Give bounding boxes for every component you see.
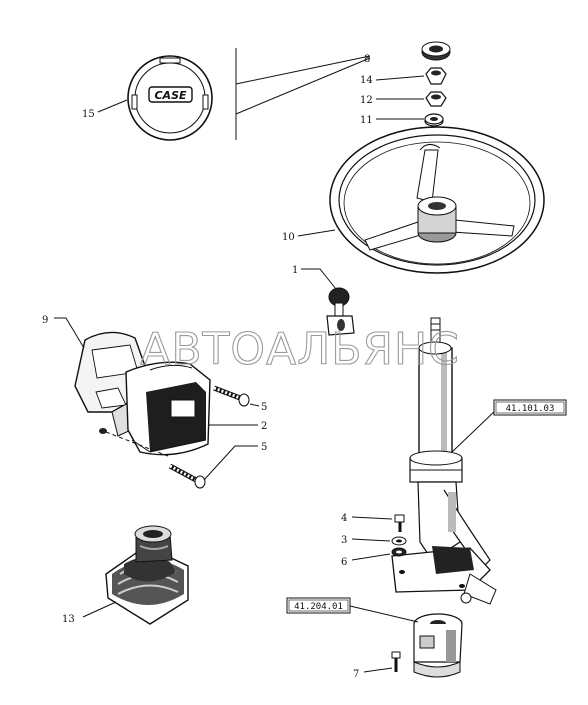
- callout-13: 13: [62, 614, 75, 625]
- callout-5-upper: 5: [261, 402, 267, 413]
- screw-part-5-upper: [213, 385, 250, 407]
- case-logo: CASE: [154, 89, 187, 102]
- callout-15: 15: [82, 109, 95, 120]
- callout-9: 9: [42, 315, 48, 326]
- knob-part-1: [326, 287, 355, 336]
- nut-part-12: [425, 91, 447, 107]
- bolt-part-4: [394, 514, 405, 532]
- washer-part-3: [391, 536, 407, 546]
- rubber-boot-part-13: [105, 525, 189, 625]
- steering-wheel-part-10: [329, 126, 545, 274]
- reference-label-41-204-01: 41.204.01: [294, 602, 343, 612]
- callout-12: 12: [360, 95, 373, 106]
- reference-label-41-101-03: 41.101.03: [506, 404, 555, 414]
- washer-part-11: [424, 113, 444, 127]
- watermark: АВТОАЛЬЯНС: [140, 324, 460, 375]
- callout-8: 8: [364, 54, 370, 65]
- reference-box-41-101-03[interactable]: 41.101.03: [493, 399, 567, 416]
- reference-box-41-204-01[interactable]: 41.204.01: [286, 597, 351, 614]
- console-shroud-part-9: [74, 331, 211, 456]
- callout-10: 10: [282, 232, 295, 243]
- callout-4: 4: [341, 513, 347, 524]
- callout-7: 7: [353, 669, 359, 680]
- callout-6: 6: [341, 557, 347, 568]
- callout-2: 2: [261, 421, 267, 432]
- callout-14: 14: [360, 75, 373, 86]
- screw-part-5-lower: [168, 463, 206, 489]
- callout-3: 3: [341, 535, 347, 546]
- callout-11: 11: [360, 115, 373, 126]
- screw-part-7: [391, 651, 401, 672]
- washer-part-6: [391, 547, 407, 557]
- seal-part-8: [421, 41, 451, 61]
- steering-unit: [413, 613, 463, 678]
- steering-column: [391, 317, 497, 605]
- callout-1: 1: [292, 265, 298, 276]
- horn-cap-part-15: CASE: [127, 55, 213, 141]
- nut-part-14: [425, 67, 447, 85]
- callout-5-lower: 5: [261, 442, 267, 453]
